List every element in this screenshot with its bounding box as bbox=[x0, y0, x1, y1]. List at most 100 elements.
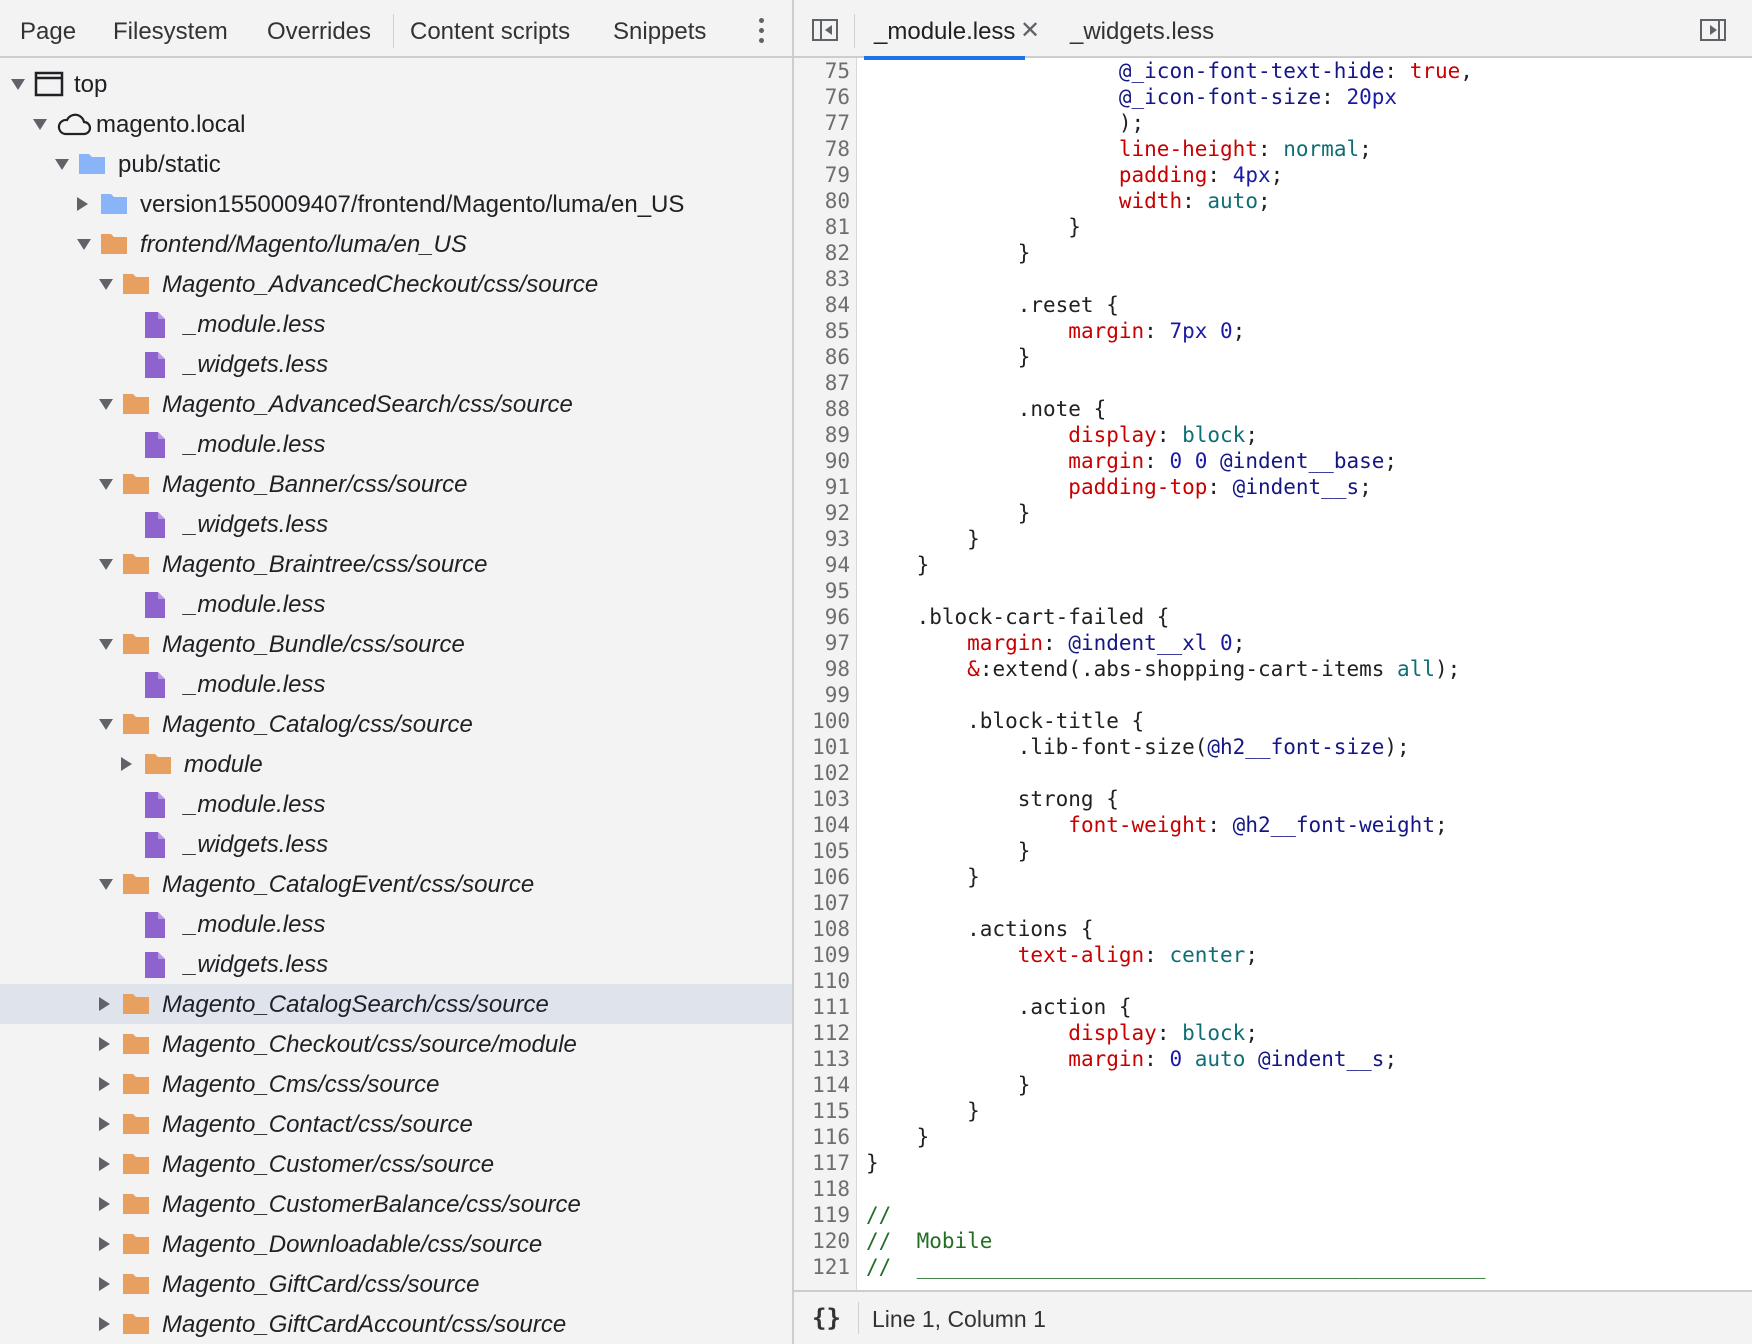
tab-page[interactable]: Page bbox=[20, 18, 77, 45]
code-line[interactable]: 79 padding: 4px; bbox=[794, 162, 1752, 188]
line-number[interactable]: 85 bbox=[824, 319, 850, 343]
editor-tab-widgets-less[interactable]: _widgets.less bbox=[1070, 18, 1215, 45]
triangle-down-icon[interactable] bbox=[77, 239, 91, 250]
code-line[interactable]: 101 .lib-font-size(@h2__font-size); bbox=[794, 734, 1752, 760]
tree-folder-item[interactable]: frontend/Magento/luma/en_US bbox=[0, 224, 792, 264]
line-number[interactable]: 106 bbox=[812, 865, 850, 889]
code-line[interactable]: 83 bbox=[794, 266, 1752, 292]
code-line[interactable]: 86 } bbox=[794, 344, 1752, 370]
line-number[interactable]: 91 bbox=[824, 475, 850, 499]
tree-file-item[interactable]: _widgets.less bbox=[0, 344, 792, 384]
tree-folder-item[interactable]: Magento_CatalogSearch/css/source bbox=[0, 984, 792, 1024]
triangle-down-icon[interactable] bbox=[55, 159, 69, 170]
tree-folder-item[interactable]: Magento_Contact/css/source bbox=[0, 1104, 792, 1144]
code-line[interactable]: 112 display: block; bbox=[794, 1020, 1752, 1046]
code-line[interactable]: 89 display: block; bbox=[794, 422, 1752, 448]
code-line[interactable]: 120// Mobile bbox=[794, 1228, 1752, 1254]
tree-folder-item[interactable]: Magento_CatalogEvent/css/source bbox=[0, 864, 792, 904]
code-line[interactable]: 119// bbox=[794, 1202, 1752, 1228]
code-editor[interactable]: 75 @_icon-font-text-hide: true,76 @_icon… bbox=[794, 58, 1752, 1290]
code-line[interactable]: 105 } bbox=[794, 838, 1752, 864]
code-line[interactable]: 107 bbox=[794, 890, 1752, 916]
toggle-navigator-icon[interactable] bbox=[812, 19, 838, 41]
code-line[interactable]: 108 .actions { bbox=[794, 916, 1752, 942]
triangle-right-icon[interactable] bbox=[99, 997, 110, 1011]
line-number[interactable]: 80 bbox=[824, 189, 850, 213]
line-number[interactable]: 119 bbox=[812, 1203, 850, 1227]
line-number[interactable]: 107 bbox=[812, 891, 850, 915]
code-line[interactable]: 80 width: auto; bbox=[794, 188, 1752, 214]
code-line[interactable]: 103 strong { bbox=[794, 786, 1752, 812]
line-number[interactable]: 109 bbox=[812, 943, 850, 967]
line-number[interactable]: 105 bbox=[812, 839, 850, 863]
line-number[interactable]: 117 bbox=[812, 1151, 850, 1175]
code-line[interactable]: 93 } bbox=[794, 526, 1752, 552]
line-number[interactable]: 97 bbox=[824, 631, 850, 655]
code-line[interactable]: 94 } bbox=[794, 552, 1752, 578]
code-line[interactable]: 90 margin: 0 0 @indent__base; bbox=[794, 448, 1752, 474]
tree-file-item[interactable]: _module.less bbox=[0, 664, 792, 704]
line-number[interactable]: 101 bbox=[812, 735, 850, 759]
code-line[interactable]: 92 } bbox=[794, 500, 1752, 526]
tab-overrides[interactable]: Overrides bbox=[267, 18, 372, 45]
tree-file-item[interactable]: _module.less bbox=[0, 904, 792, 944]
tree-folder-item[interactable]: Magento_CustomerBalance/css/source bbox=[0, 1184, 792, 1224]
line-number[interactable]: 104 bbox=[812, 813, 850, 837]
code-line[interactable]: 104 font-weight: @h2__font-weight; bbox=[794, 812, 1752, 838]
triangle-down-icon[interactable] bbox=[99, 719, 113, 730]
line-number[interactable]: 88 bbox=[824, 397, 850, 421]
code-line[interactable]: 113 margin: 0 auto @indent__s; bbox=[794, 1046, 1752, 1072]
triangle-right-icon[interactable] bbox=[99, 1037, 110, 1051]
code-line[interactable]: 116 } bbox=[794, 1124, 1752, 1150]
code-line[interactable]: 98 &:extend(.abs-shopping-cart-items all… bbox=[794, 656, 1752, 682]
code-line[interactable]: 91 padding-top: @indent__s; bbox=[794, 474, 1752, 500]
triangle-down-icon[interactable] bbox=[99, 479, 113, 490]
code-line[interactable]: 115 } bbox=[794, 1098, 1752, 1124]
tab-snippets[interactable]: Snippets bbox=[613, 18, 707, 45]
line-number[interactable]: 92 bbox=[824, 501, 850, 525]
code-line[interactable]: 82 } bbox=[794, 240, 1752, 266]
code-line[interactable]: 75 @_icon-font-text-hide: true, bbox=[794, 58, 1752, 84]
line-number[interactable]: 113 bbox=[812, 1047, 850, 1071]
tree-folder-item[interactable]: version1550009407/frontend/Magento/luma/… bbox=[0, 184, 792, 224]
triangle-down-icon[interactable] bbox=[99, 399, 113, 410]
triangle-down-icon[interactable] bbox=[99, 639, 113, 650]
pretty-print-icon[interactable]: {} bbox=[812, 1304, 841, 1332]
line-number[interactable]: 96 bbox=[824, 605, 850, 629]
line-number[interactable]: 110 bbox=[812, 969, 850, 993]
tree-folder-item[interactable]: Magento_Cms/css/source bbox=[0, 1064, 792, 1104]
tree-file-item[interactable]: _module.less bbox=[0, 304, 792, 344]
line-number[interactable]: 120 bbox=[812, 1229, 850, 1253]
tree-folder-item[interactable]: Magento_AdvancedCheckout/css/source bbox=[0, 264, 792, 304]
code-line[interactable]: 100 .block-title { bbox=[794, 708, 1752, 734]
line-number[interactable]: 118 bbox=[812, 1177, 850, 1201]
code-line[interactable]: 110 bbox=[794, 968, 1752, 994]
tree-folder-item[interactable]: pub/static bbox=[0, 144, 792, 184]
code-line[interactable]: 77 ); bbox=[794, 110, 1752, 136]
code-line[interactable]: 88 .note { bbox=[794, 396, 1752, 422]
triangle-right-icon[interactable] bbox=[99, 1157, 110, 1171]
code-line[interactable]: 81 } bbox=[794, 214, 1752, 240]
more-tabs-kebab-icon[interactable] bbox=[751, 18, 771, 48]
triangle-right-icon[interactable] bbox=[99, 1197, 110, 1211]
line-number[interactable]: 86 bbox=[824, 345, 850, 369]
line-number[interactable]: 81 bbox=[824, 215, 850, 239]
line-number[interactable]: 103 bbox=[812, 787, 850, 811]
line-number[interactable]: 95 bbox=[824, 579, 850, 603]
line-number[interactable]: 102 bbox=[812, 761, 850, 785]
code-line[interactable]: 99 bbox=[794, 682, 1752, 708]
line-number[interactable]: 89 bbox=[824, 423, 850, 447]
code-line[interactable]: 102 bbox=[794, 760, 1752, 786]
line-number[interactable]: 111 bbox=[812, 995, 850, 1019]
triangle-down-icon[interactable] bbox=[99, 559, 113, 570]
code-line[interactable]: 118 bbox=[794, 1176, 1752, 1202]
line-number[interactable]: 121 bbox=[812, 1255, 850, 1279]
code-line[interactable]: 111 .action { bbox=[794, 994, 1752, 1020]
line-number[interactable]: 83 bbox=[824, 267, 850, 291]
tree-file-item[interactable]: _module.less bbox=[0, 584, 792, 624]
line-number[interactable]: 79 bbox=[824, 163, 850, 187]
tree-file-item[interactable]: _widgets.less bbox=[0, 944, 792, 984]
triangle-right-icon[interactable] bbox=[99, 1077, 110, 1091]
line-number[interactable]: 75 bbox=[824, 59, 850, 83]
tree-folder-item[interactable]: Magento_AdvancedSearch/css/source bbox=[0, 384, 792, 424]
